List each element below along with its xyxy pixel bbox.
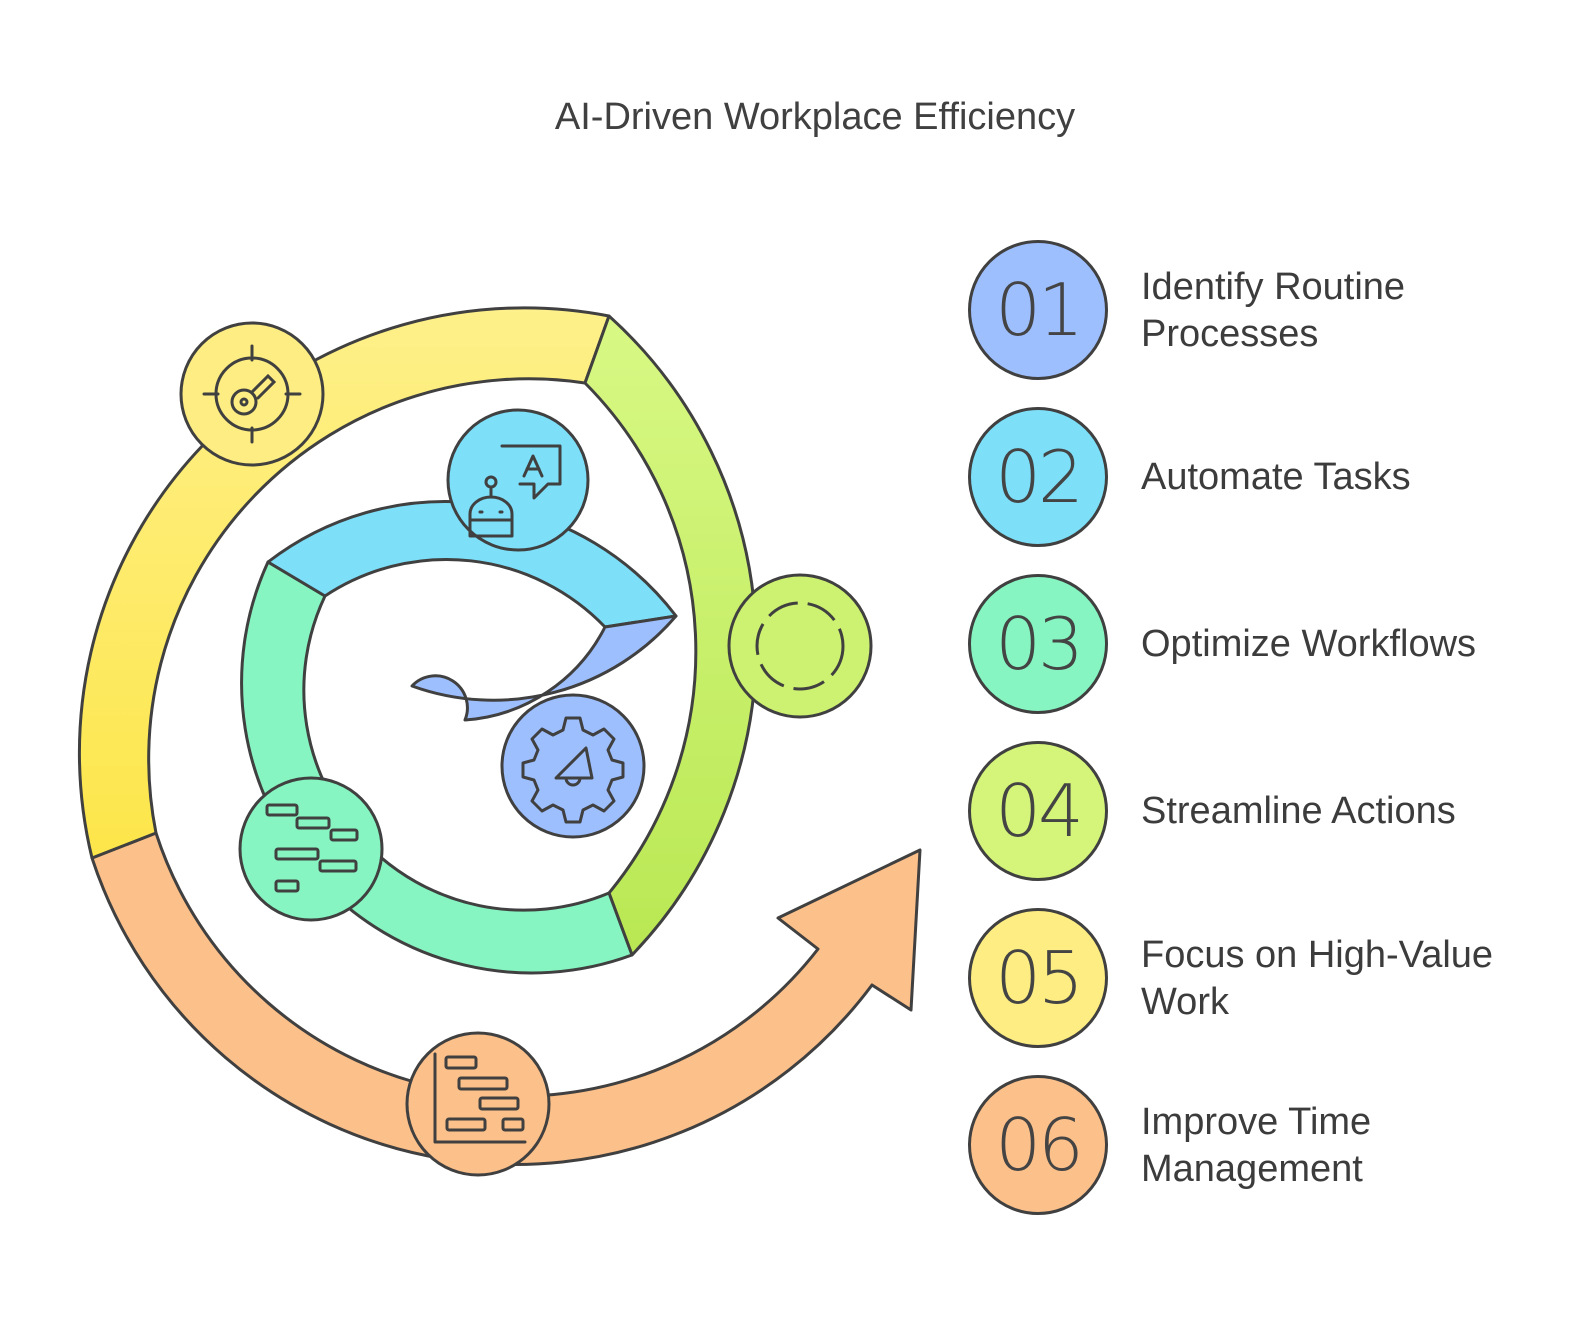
diagram-title: AI-Driven Workplace Efficiency [554, 96, 1076, 138]
step-label-line1: Improve Time [1141, 1101, 1372, 1143]
spiral-diagram [77, 306, 922, 1177]
step-number-badge: 03 [968, 574, 1108, 714]
node-06 [405, 1031, 551, 1177]
step-label-line2: Management [1141, 1148, 1363, 1190]
step-number-badge: 01 [968, 240, 1108, 380]
legend-item-01: 01 Identify Routine Processes [968, 240, 1568, 386]
legend-item-05: 05 Focus on High-Value Work [968, 908, 1568, 1054]
node-02 [446, 408, 590, 552]
target-focus-icon [202, 344, 302, 444]
step-label: Focus on High-Value Work [1141, 932, 1541, 1026]
step-number-badge: 04 [968, 741, 1108, 881]
segment-01-blue [410, 614, 678, 722]
node-04 [727, 573, 873, 719]
step-label-line1: Identify Routine [1141, 266, 1406, 308]
legend-item-02: 02 Automate Tasks [968, 407, 1568, 553]
step-label-line2: Processes [1141, 313, 1319, 355]
step-label: Identify Routine Processes [1141, 264, 1541, 358]
step-label-line2: Work [1141, 981, 1229, 1023]
workflow-steps-icon [265, 803, 359, 893]
node-05 [179, 321, 325, 467]
legend-item-03: 03 Optimize Workflows [968, 574, 1568, 720]
segment-06-arrow [90, 831, 922, 1166]
loading-circle-icon [755, 601, 845, 691]
step-label: Optimize Workflows [1141, 621, 1541, 668]
step-label-line1: Optimize Workflows [1141, 623, 1477, 665]
segment-02-cyan [266, 500, 678, 629]
node-03 [238, 776, 384, 922]
step-number-badge: 05 [968, 908, 1108, 1048]
legend-item-04: 04 Streamline Actions [968, 741, 1568, 887]
step-number-badge: 02 [968, 407, 1108, 547]
legend-item-06: 06 Improve Time Management [968, 1075, 1568, 1221]
step-number-badge: 06 [968, 1075, 1108, 1215]
step-label-line1: Automate Tasks [1141, 456, 1411, 498]
step-label-line1: Focus on High-Value [1141, 934, 1494, 976]
gantt-chart-icon [433, 1052, 527, 1144]
robot-chat-icon [468, 444, 562, 538]
step-label: Automate Tasks [1141, 454, 1541, 501]
node-01 [500, 693, 646, 839]
step-label: Streamline Actions [1141, 788, 1541, 835]
segment-04-green [583, 314, 758, 957]
step-label-line1: Streamline Actions [1141, 790, 1456, 832]
step-label: Improve Time Management [1141, 1099, 1541, 1193]
robot-process-icon [521, 716, 625, 824]
